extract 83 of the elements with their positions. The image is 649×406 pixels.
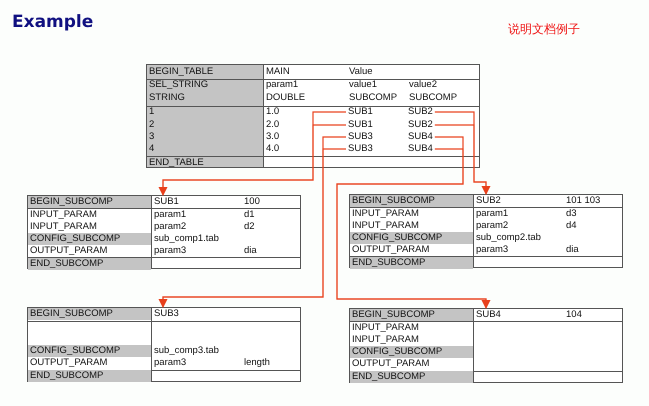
value-label: d4	[565, 220, 577, 232]
keyword-label: END_SUBCOMP	[28, 370, 151, 382]
keyword-label: OUTPUT_PARAM	[351, 358, 430, 370]
keyword-label: 3	[148, 131, 154, 143]
keyword-label: END_SUBCOMP	[350, 257, 473, 269]
value-label: d3	[565, 208, 577, 220]
parameter-table	[349, 308, 623, 383]
subcomp-reference: SUB3	[346, 143, 375, 155]
value-label: 100	[243, 196, 260, 208]
keyword-label: CONFIG_SUBCOMP	[350, 232, 473, 244]
subcomp-reference: SUB1	[346, 119, 375, 131]
keyword-label: STRING	[148, 92, 185, 104]
subcomp-reference: SUB2	[406, 119, 435, 131]
keyword-label: SEL_STRING	[148, 79, 208, 91]
value-label: param3	[475, 244, 508, 256]
value-label: SUBCOMP	[348, 92, 398, 104]
keyword-label: OUTPUT_PARAM	[29, 357, 108, 369]
keyword-label: CONFIG_SUBCOMP	[28, 345, 151, 357]
subcomp-reference: SUB4	[406, 143, 435, 155]
keyword-label: END_SUBCOMP	[350, 371, 473, 383]
value-label: param1	[153, 209, 186, 221]
parameter-table	[349, 194, 623, 268]
value-label: d1	[243, 209, 255, 221]
keyword-label: BEGIN_SUBCOMP	[350, 195, 473, 207]
value-label: dia	[565, 244, 579, 256]
connector-arrow	[158, 124, 346, 196]
value-label: DOUBLE	[265, 92, 306, 104]
value-label: SUB4	[475, 309, 501, 321]
keyword-label: OUTPUT_PARAM	[351, 244, 430, 256]
subcomp-reference: SUB1	[346, 106, 375, 118]
value-label: dia	[243, 245, 257, 257]
value-label: SUB2	[475, 195, 501, 207]
value-label: MAIN	[265, 66, 290, 78]
keyword-label: END_SUBCOMP	[28, 258, 151, 270]
keyword-label: 1	[148, 106, 154, 118]
keyword-label: BEGIN_SUBCOMP	[28, 308, 151, 320]
value-label: SUB1	[153, 196, 179, 208]
keyword-label: 4	[148, 143, 154, 155]
keyword-label: INPUT_PARAM	[351, 334, 419, 346]
keyword-label: BEGIN_SUBCOMP	[350, 309, 473, 321]
value-label: sub_comp3.tab	[153, 345, 219, 357]
value-label: param1	[265, 79, 298, 91]
keyword-label: BEGIN_SUBCOMP	[28, 196, 151, 208]
keyword-label: OUTPUT_PARAM	[29, 245, 108, 257]
value-label: d2	[243, 221, 255, 233]
connector-arrow	[434, 124, 490, 195]
value-label: 104	[565, 309, 582, 321]
value-label: param2	[153, 221, 186, 233]
keyword-label: CONFIG_SUBCOMP	[28, 233, 151, 245]
subcomp-reference: SUB4	[406, 131, 435, 143]
value-label: length	[243, 357, 270, 369]
keyword-label: CONFIG_SUBCOMP	[350, 346, 473, 358]
value-label: value2	[408, 79, 437, 91]
keyword-label: END_TABLE	[148, 157, 204, 169]
keyword-label: INPUT_PARAM	[29, 221, 97, 233]
keyword-label: 2	[148, 119, 154, 131]
keyword-label: INPUT_PARAM	[351, 220, 419, 232]
value-label: 3.0	[265, 131, 280, 143]
parameter-table	[27, 307, 301, 382]
value-label: Value	[348, 66, 373, 78]
keyword-label: INPUT_PARAM	[351, 322, 419, 334]
value-label: SUB3	[153, 308, 179, 320]
value-label: 101 103	[565, 195, 600, 207]
value-label: SUBCOMP	[408, 92, 458, 104]
subcomp-reference: SUB3	[346, 131, 375, 143]
value-label: param3	[153, 245, 186, 257]
value-label: value1	[348, 79, 377, 91]
parameter-table	[27, 195, 301, 269]
keyword-label: BEGIN_TABLE	[148, 66, 214, 78]
title: Example	[12, 12, 94, 32]
keyword-label: INPUT_PARAM	[29, 209, 97, 221]
note-label: 说明文档例子	[508, 21, 580, 38]
value-label: 2.0	[265, 119, 280, 131]
value-label: param3	[153, 357, 186, 369]
value-label: sub_comp1.tab	[153, 233, 219, 245]
keyword-label: INPUT_PARAM	[351, 208, 419, 220]
value-label: 4.0	[265, 143, 280, 155]
subcomp-reference: SUB2	[406, 106, 435, 118]
value-label: 1.0	[265, 106, 280, 118]
parameter-table	[146, 64, 480, 168]
value-label: param1	[475, 208, 508, 220]
value-label: param2	[475, 220, 508, 232]
value-label: sub_comp2.tab	[475, 232, 541, 244]
